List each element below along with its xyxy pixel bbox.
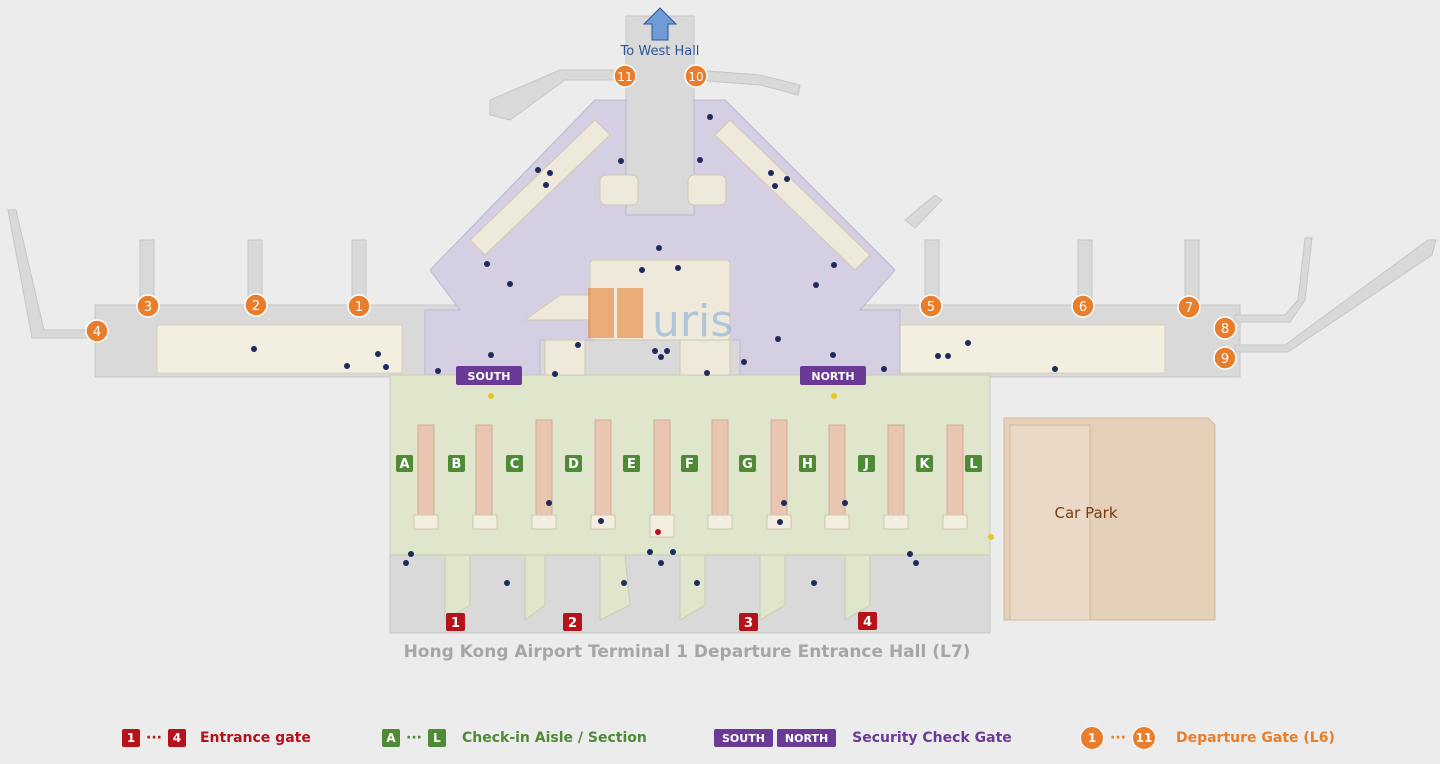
svg-text:J: J bbox=[863, 457, 869, 472]
security-gate-south[interactable]: SOUTH bbox=[456, 366, 522, 385]
svg-text:11: 11 bbox=[617, 70, 632, 84]
legend-aisle: A ··· L Check-in Aisle / Section bbox=[382, 726, 647, 750]
departure-gate-3[interactable]: 3 bbox=[136, 294, 160, 318]
watermark: uris bbox=[588, 288, 733, 347]
legend-departure-dots: ··· bbox=[1110, 730, 1126, 746]
departure-gate-6[interactable]: 6 bbox=[1071, 294, 1095, 318]
aisle-e[interactable]: E bbox=[623, 455, 640, 472]
legend-aisle-to: L bbox=[427, 729, 446, 747]
departure-gate-1[interactable]: 1 bbox=[347, 294, 371, 318]
svg-text:NORTH: NORTH bbox=[811, 370, 854, 383]
entrance-gates: 1 2 3 4 bbox=[446, 612, 877, 631]
legend-departure-label: Departure Gate (L6) bbox=[1175, 730, 1335, 746]
aisle-b[interactable]: B bbox=[448, 455, 465, 472]
svg-text:1: 1 bbox=[355, 300, 363, 315]
legend-entrance-label: Entrance gate bbox=[199, 730, 311, 746]
svg-text:F: F bbox=[685, 457, 694, 472]
svg-text:4: 4 bbox=[93, 325, 101, 340]
west-hall-label[interactable]: To West Hall bbox=[620, 44, 700, 59]
aisle-a[interactable]: A bbox=[396, 455, 413, 472]
check-in-counters bbox=[417, 419, 964, 516]
legend-departure-to: 11 bbox=[1131, 726, 1156, 750]
entrance-gate-1[interactable]: 1 bbox=[446, 613, 465, 631]
car-park bbox=[1003, 417, 1216, 621]
legend-security: SOUTH NORTH Security Check Gate bbox=[714, 726, 1012, 750]
legend-aisle-from: A bbox=[382, 729, 400, 747]
svg-text:10: 10 bbox=[688, 70, 703, 84]
svg-text:E: E bbox=[627, 457, 636, 472]
check-in-aisles: A B C D E F G H J K L bbox=[396, 455, 982, 472]
galleries bbox=[156, 324, 1166, 374]
departure-gate-7[interactable]: 7 bbox=[1177, 295, 1201, 319]
aisle-g[interactable]: G bbox=[739, 455, 756, 472]
svg-text:D: D bbox=[568, 457, 579, 472]
svg-text:7: 7 bbox=[1185, 301, 1193, 316]
legend-entrance-dots: ··· bbox=[146, 730, 162, 746]
svg-text:4: 4 bbox=[863, 615, 872, 630]
departure-gate-5[interactable]: 5 bbox=[919, 294, 943, 318]
svg-text:6: 6 bbox=[1079, 300, 1087, 315]
departure-gate-8[interactable]: 8 bbox=[1213, 316, 1237, 340]
svg-text:C: C bbox=[510, 457, 520, 472]
legend-departure: 1 ··· 11 Departure Gate (L6) bbox=[1080, 726, 1335, 750]
svg-text:3: 3 bbox=[144, 300, 152, 315]
aisle-j[interactable]: J bbox=[858, 455, 875, 472]
departure-gate-11[interactable]: 11 bbox=[613, 64, 637, 88]
map-title: Hong Kong Airport Terminal 1 Departure E… bbox=[404, 642, 971, 662]
departure-gate-9[interactable]: 9 bbox=[1213, 346, 1237, 370]
facility-icons bbox=[251, 114, 1058, 586]
west-hall-arrow-icon[interactable] bbox=[642, 7, 678, 41]
departure-gate-2[interactable]: 2 bbox=[244, 293, 268, 317]
svg-text:8: 8 bbox=[1221, 322, 1229, 337]
departure-gate-4[interactable]: 4 bbox=[85, 319, 109, 343]
legend-departure-from: 1 bbox=[1080, 726, 1104, 750]
svg-text:SOUTH: SOUTH bbox=[468, 370, 511, 383]
departure-gate-10[interactable]: 10 bbox=[684, 64, 708, 88]
svg-text:G: G bbox=[742, 457, 753, 472]
car-park-label[interactable]: Car Park bbox=[1054, 504, 1117, 522]
svg-text:K: K bbox=[919, 457, 930, 472]
legend-aisle-dots: ··· bbox=[406, 730, 422, 746]
svg-text:5: 5 bbox=[927, 300, 935, 315]
legend-security-north: NORTH bbox=[776, 729, 837, 747]
aisle-h[interactable]: H bbox=[799, 455, 816, 472]
legend-entrance-from: 1 bbox=[122, 729, 140, 747]
departure-gates: 1 2 3 4 5 6 7 8 9 10 11 bbox=[85, 64, 1237, 370]
entrance-gate-2[interactable]: 2 bbox=[563, 613, 582, 631]
legend-security-label: Security Check Gate bbox=[852, 730, 1012, 746]
svg-text:2: 2 bbox=[568, 616, 577, 631]
aisle-k[interactable]: K bbox=[916, 455, 933, 472]
svg-text:3: 3 bbox=[744, 616, 753, 631]
svg-text:B: B bbox=[452, 457, 462, 472]
aisle-c[interactable]: C bbox=[506, 455, 523, 472]
aisle-d[interactable]: D bbox=[565, 455, 582, 472]
svg-text:A: A bbox=[399, 457, 409, 472]
svg-text:1: 1 bbox=[451, 616, 460, 631]
security-gate-north[interactable]: NORTH bbox=[800, 366, 866, 385]
aisle-l[interactable]: L bbox=[965, 455, 982, 472]
entrance-gate-4[interactable]: 4 bbox=[858, 612, 877, 630]
svg-text:2: 2 bbox=[252, 299, 260, 314]
legend-security-south: SOUTH bbox=[714, 729, 773, 747]
svg-text:9: 9 bbox=[1221, 352, 1229, 367]
entrance-gate-3[interactable]: 3 bbox=[739, 613, 758, 631]
svg-text:L: L bbox=[969, 457, 977, 472]
legend-entrance: 1 ··· 4 Entrance gate bbox=[122, 726, 311, 750]
legend-aisle-label: Check-in Aisle / Section bbox=[461, 730, 647, 746]
svg-text:H: H bbox=[802, 457, 813, 472]
legend-entrance-to: 4 bbox=[167, 729, 186, 747]
watermark-text: uris bbox=[652, 296, 733, 347]
aisle-f[interactable]: F bbox=[681, 455, 698, 472]
